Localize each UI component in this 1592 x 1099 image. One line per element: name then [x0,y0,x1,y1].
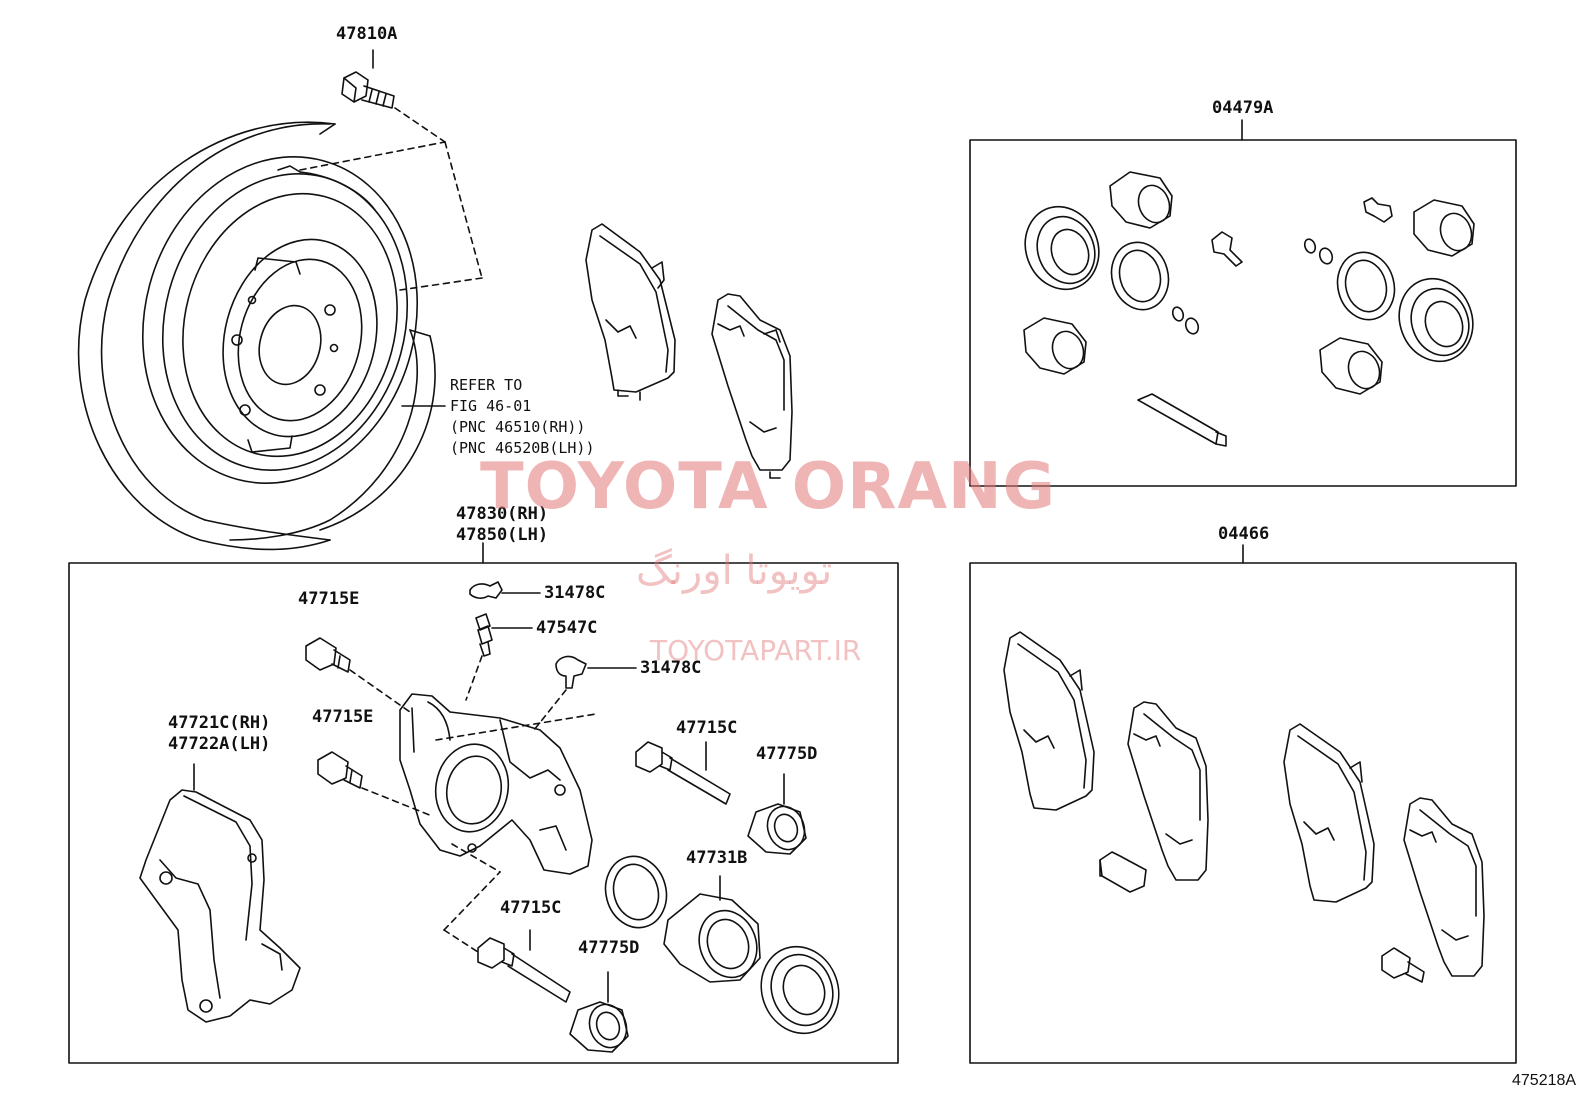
label-pad-kit: 04466 [1218,524,1270,544]
clip-31478c-mid-drawing [533,655,637,731]
caliper-body-drawing [399,693,597,875]
mounting-bracket-drawing [139,763,301,1023]
watermark-persian: تویوتا اورنگ [636,548,833,594]
label-clip-mid: 31478C [640,658,702,678]
pad-kit-parts-drawing [1003,631,1485,983]
boot-upper-drawing [747,773,807,855]
boot-lower-drawing [569,971,629,1053]
bolt-47810a-drawing [341,71,446,143]
piston-seal-drawing [604,855,668,929]
bolt-47715e-lower-drawing [317,751,433,817]
label-bleeder: 47547C [536,618,598,638]
bleeder-47547c-drawing [465,613,533,701]
watermark-title: TOYOTA ORANG [480,450,1057,524]
label-piston: 47731B [686,848,748,868]
label-bolt-lower: 47715E [312,707,374,727]
dust-boot-drawing [760,945,840,1035]
piston-drawing [663,875,761,983]
disc-note-line-1: REFER TO [450,376,523,394]
seal-kit-parts-drawing [1023,171,1475,447]
label-boot-lower: 47775D [578,938,640,958]
disc-note-line-2: FIG 46-01 [450,397,532,415]
label-seal-kit: 04479A [1212,98,1274,118]
seal-kit-box-frame [969,139,1517,487]
disc-note-line-3: (PNC 46510(RH)) [450,418,586,436]
clip-31478c-top-drawing [469,581,541,599]
label-mount-rh: 47721C(RH) [168,713,271,733]
figure-id: 475218A [1512,1072,1577,1089]
brake-pads-pair-drawing [585,223,793,479]
disc-note-line-4: (PNC 46520B(LH)) [450,439,595,457]
caliper-title-rh: 47830(RH) [456,504,549,524]
label-bolt-upper: 47715E [298,589,360,609]
slide-pin-upper-drawing [635,741,731,805]
label-pin-upper: 47715C [676,718,738,738]
label-pin-lower: 47715C [500,898,562,918]
label-clip-top: 31478C [544,583,606,603]
slide-pin-lower-drawing [443,871,571,1003]
caliper-title-lh: 47850(LH) [456,525,549,545]
label-top-bolt: 47810A [336,24,398,44]
disc-dust-cover-drawing [77,121,483,551]
bolt-47715e-upper-drawing [305,637,411,713]
label-mount-lh: 47722A(LH) [168,734,271,754]
label-boot-upper: 47775D [756,744,818,764]
pad-kit-box-frame [969,562,1517,1064]
watermark-url: TOYOTAPART.IR [650,634,862,667]
